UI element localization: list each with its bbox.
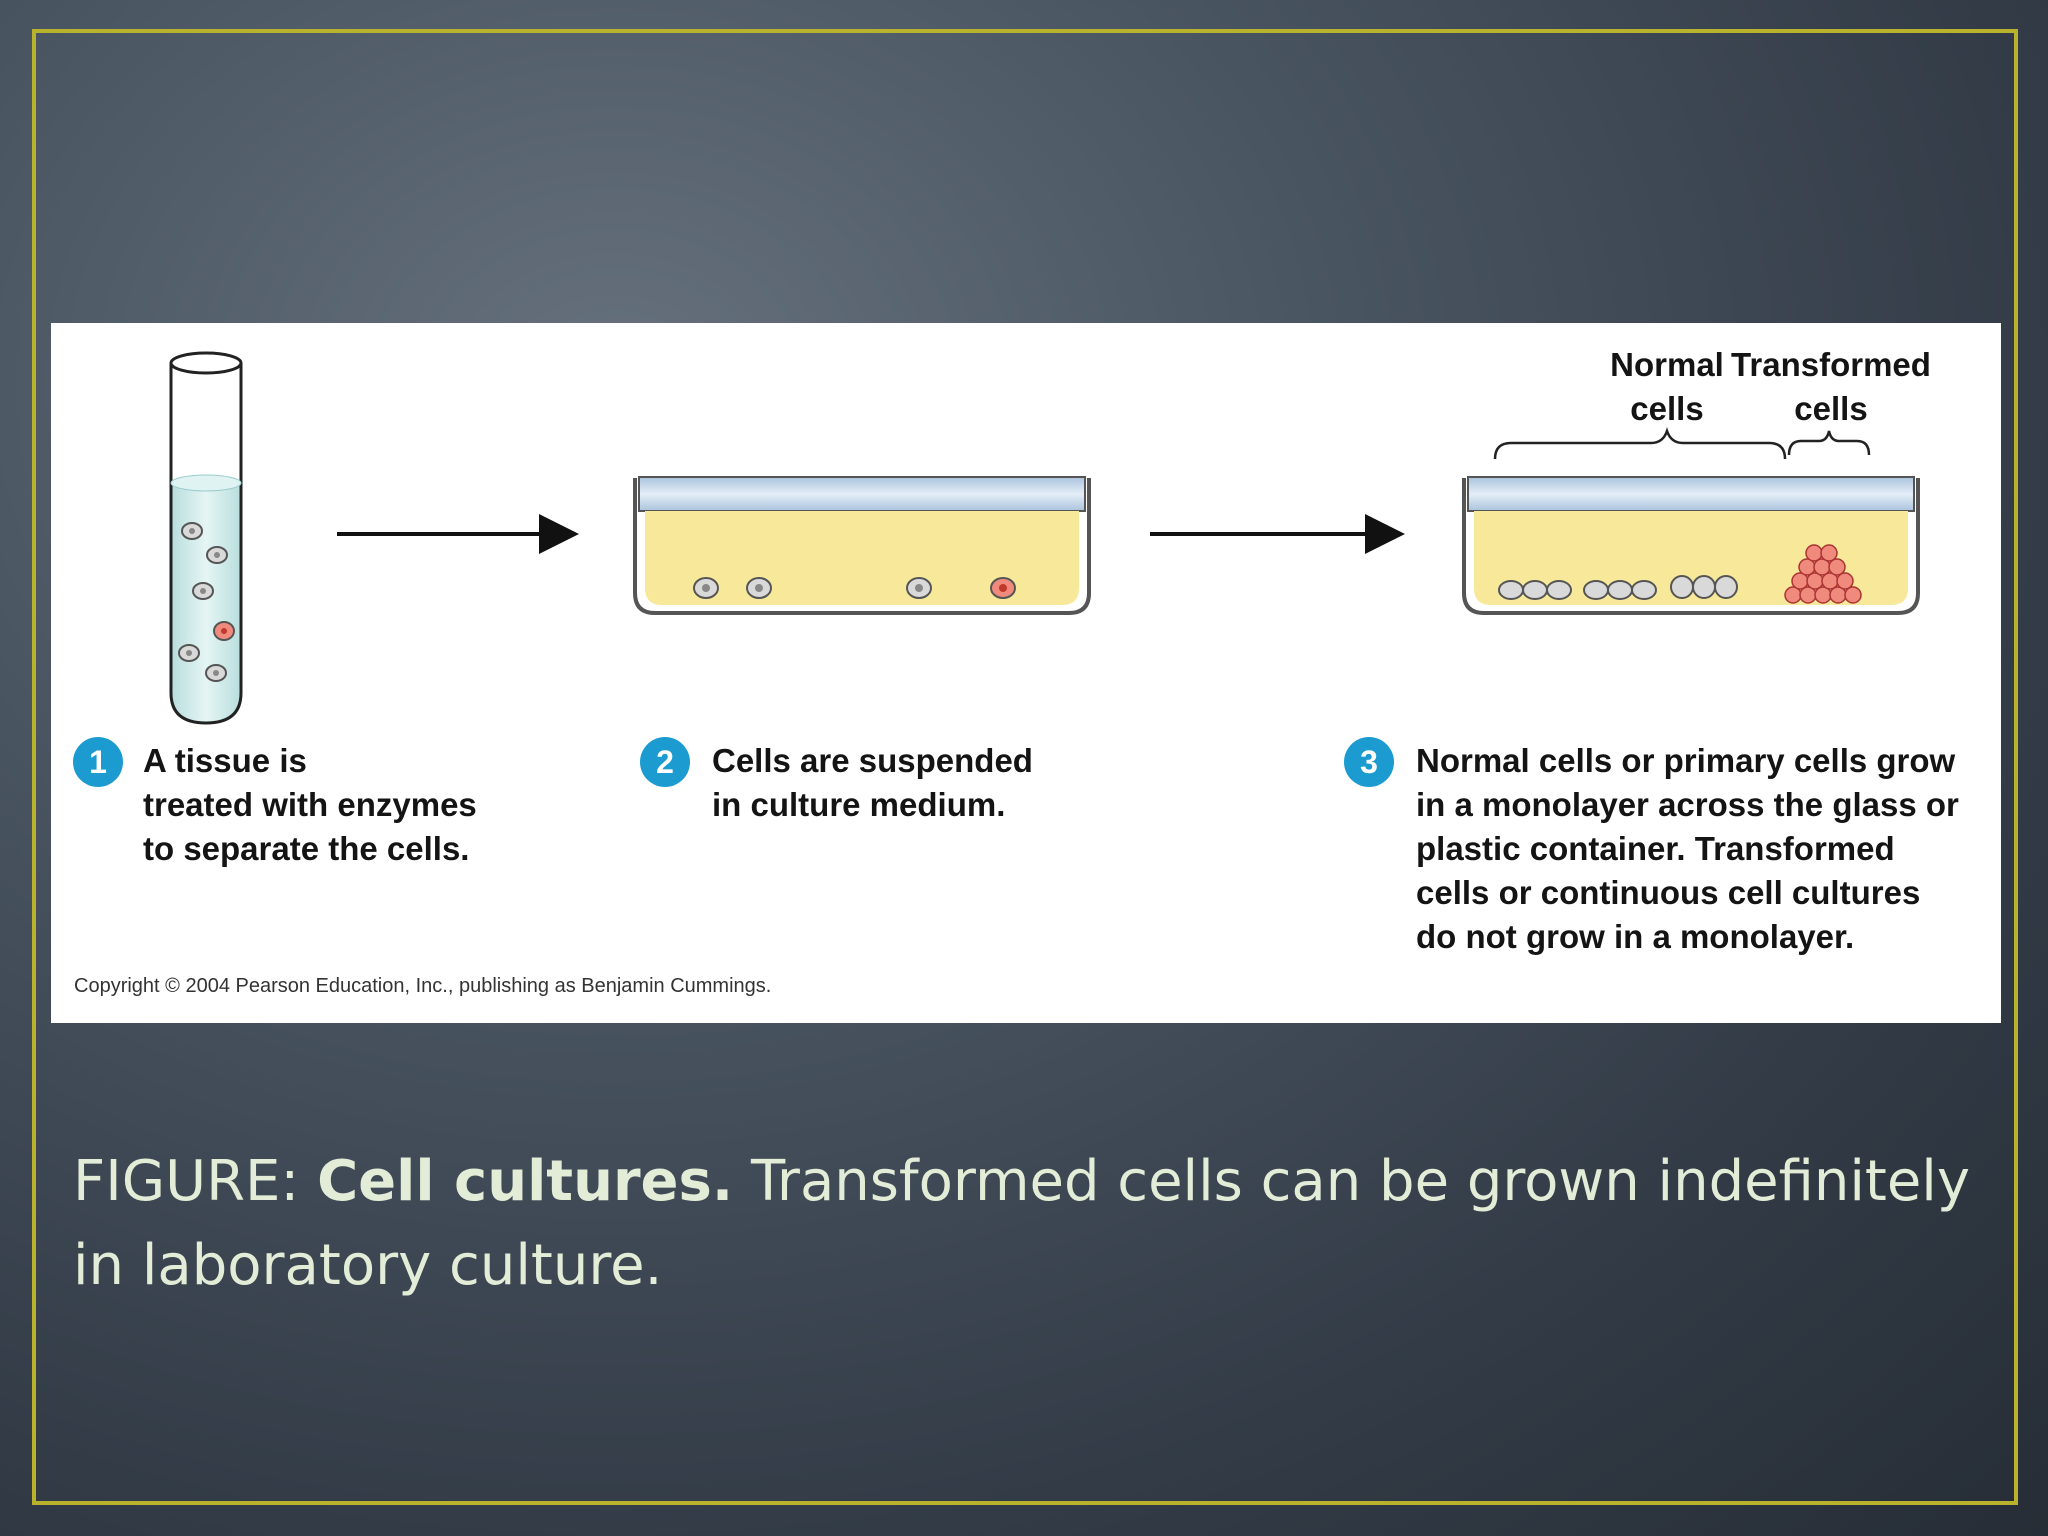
transformed-cells-label: Transformed cells [1731, 346, 1931, 427]
copyright-notice: Copyright © 2004 Pearson Education, Inc.… [74, 975, 772, 997]
step-1-text: A tissue is treated with enzymes to sepa… [143, 742, 477, 867]
test-tube [169, 351, 243, 725]
step-3-badge: 3 [1344, 737, 1394, 787]
figure-illustration [169, 351, 1920, 725]
transformed-cells-brace [1787, 430, 1871, 456]
slide-caption: FIGURE: Cell cultures. Transformed cells… [73, 1140, 1973, 1308]
normal-cells-brace [1493, 427, 1787, 460]
cell-culture-figure: Normal cells Transformed cells 1 A tissu… [51, 323, 2001, 1023]
caption-prefix: FIGURE: [73, 1149, 318, 1214]
dish-2-cells [693, 577, 1016, 599]
step-2-badge: 2 [640, 737, 690, 787]
normal-cells-label: Normal cells [1610, 346, 1724, 427]
slide-frame [32, 29, 2018, 1505]
monolayer-normal-cells [1498, 575, 1738, 600]
tube-cells [178, 522, 235, 682]
step-2-text: Cells are suspended in culture medium. [712, 742, 1033, 823]
caption-rest: Transformed cells can be grown indefinit… [73, 1149, 1971, 1298]
caption-bold: Cell cultures. [317, 1149, 734, 1214]
step-1-badge: 1 [73, 737, 123, 787]
transformed-cell-pile [1784, 544, 1862, 604]
step-3-text: Normal cells or primary cells grow in a … [1416, 742, 1959, 955]
